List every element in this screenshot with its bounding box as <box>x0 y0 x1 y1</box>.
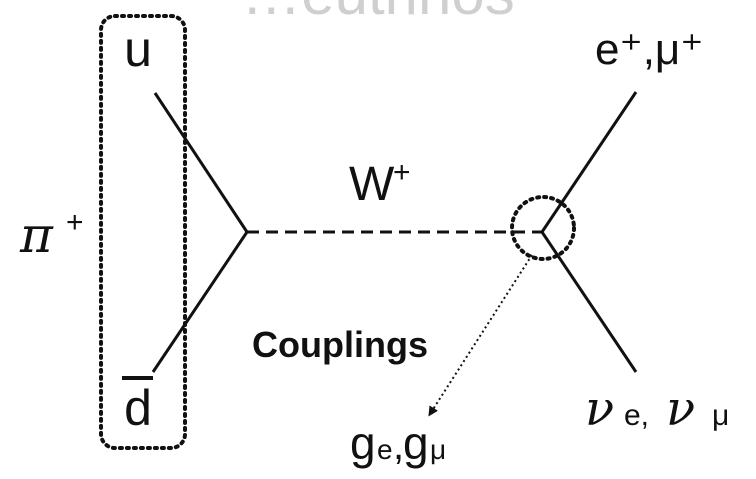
up-quark-label: u <box>124 21 152 77</box>
charged-leptons-label: e⁺,μ⁺ <box>595 25 704 74</box>
nu-e-symbol: ν <box>585 381 614 437</box>
w-boson-label: W <box>349 158 395 211</box>
nu-mu-subscript: μ <box>712 399 729 432</box>
coupling-arrow <box>428 254 533 417</box>
coupling-e-subscript: e <box>377 434 393 465</box>
anti-down-quark-label: d <box>124 380 152 436</box>
w-boson-charge: + <box>393 156 411 189</box>
neutrino-line <box>540 231 638 373</box>
nu-mu-symbol: ν <box>666 381 695 437</box>
nu-e-subscript: e, <box>624 399 649 432</box>
up-quark-line <box>153 92 249 233</box>
coupling-mu-subscript: μ <box>430 434 446 465</box>
anti-down-quark-line <box>151 231 249 373</box>
pion-symbol: π <box>19 206 54 264</box>
pion-charge: + <box>66 206 84 239</box>
pion-quark-box <box>99 14 187 450</box>
coupling-vertex-circle <box>510 195 576 261</box>
coupling-g-e-symbol: g <box>350 417 376 469</box>
coupling-comma: , <box>393 424 404 468</box>
coupling-g-mu-symbol: g <box>403 417 429 469</box>
couplings-title: Couplings <box>252 324 428 365</box>
charged-lepton-line <box>540 91 638 233</box>
cropped-header-text: …eutrinos <box>241 0 514 27</box>
